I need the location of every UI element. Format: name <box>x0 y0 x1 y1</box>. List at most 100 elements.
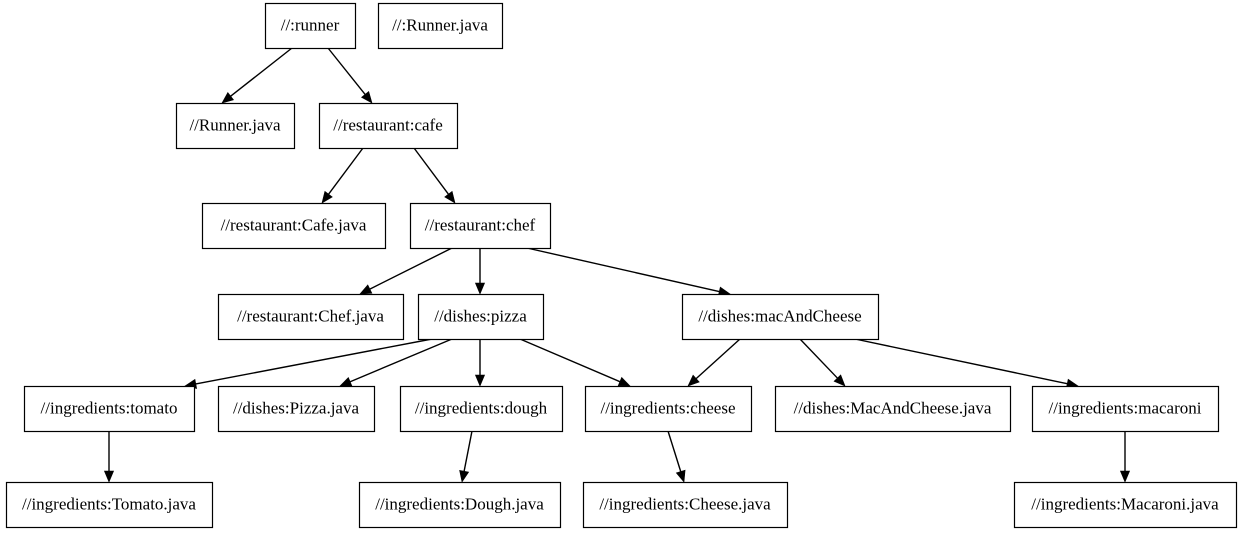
edge-line <box>369 247 453 290</box>
node-box[interactable] <box>201 202 387 250</box>
graph-node-dishes_pizza_java[interactable]: //dishes:Pizza.java <box>217 385 376 433</box>
edge-restaurant_cafe-to-restaurant_cafe_java <box>321 147 364 204</box>
graph-node-ingredients_tomato[interactable]: //ingredients:tomato <box>23 385 196 433</box>
graph-node-dishes_macandcheese_java[interactable]: //dishes:MacAndCheese.java <box>774 385 1012 433</box>
graph-node-dishes_macandcheese[interactable]: //dishes:macAndCheese <box>681 293 880 341</box>
graph-node-runner[interactable]: //:runner <box>264 2 357 50</box>
node-box[interactable] <box>681 293 880 341</box>
arrowhead-icon <box>474 374 486 387</box>
edge-line <box>349 338 453 383</box>
node-label: //dishes:macAndCheese <box>698 306 861 325</box>
arrowhead-icon <box>321 190 333 204</box>
edge-ingredients_dough-to-ingredients_dough_java <box>459 430 473 483</box>
edge-line <box>667 430 682 472</box>
graph-node-ingredients_cheese_java[interactable]: //ingredients:Cheese.java <box>582 481 789 529</box>
edge-dishes_macandcheese-to-dishes_macandcheese_java <box>799 338 846 387</box>
node-label: //:Runner.java <box>392 15 488 34</box>
edge-restaurant_chef-to-dishes_macandcheese <box>526 247 731 297</box>
edge-line <box>230 47 293 97</box>
graph-node-ingredients_macaroni_java[interactable]: //ingredients:Macaroni.java <box>1013 481 1238 529</box>
edge-dishes_pizza-to-ingredients_cheese <box>519 338 631 387</box>
edge-line <box>463 430 473 472</box>
graph-node-ingredients_tomato_java[interactable]: //ingredients:Tomato.java <box>5 481 214 529</box>
edge-ingredients_tomato-to-ingredients_tomato_java <box>103 431 115 483</box>
arrowhead-icon <box>359 284 373 295</box>
edge-line <box>526 247 720 293</box>
edge-restaurant_cafe-to-restaurant_chef <box>413 147 456 204</box>
edge-line <box>854 338 1068 385</box>
graph-node-dishes_pizza[interactable]: //dishes:pizza <box>417 293 545 341</box>
edge-line <box>799 338 838 379</box>
node-box[interactable] <box>1031 385 1220 433</box>
arrowhead-icon <box>221 92 235 104</box>
edge-dishes_macandcheese-to-ingredients_macaroni <box>854 338 1079 389</box>
nodes-layer: //:runner //:Runner.java //Runner.java //re… <box>5 2 1238 529</box>
edge-line <box>195 338 433 385</box>
arrowhead-icon <box>339 376 353 387</box>
node-box[interactable] <box>399 385 564 433</box>
graph-node-ingredients_cheese[interactable]: //ingredients:cheese <box>584 385 753 433</box>
node-box[interactable] <box>582 481 789 529</box>
arrowhead-icon <box>617 376 631 387</box>
edge-runner-to-restaurant_cafe <box>327 47 373 104</box>
node-label: //ingredients:Tomato.java <box>22 494 196 513</box>
node-label: //Runner.java <box>189 115 281 134</box>
node-label: //ingredients:Macaroni.java <box>1031 494 1219 513</box>
edge-line <box>519 338 621 383</box>
node-label: //ingredients:tomato <box>41 398 178 417</box>
edge-line <box>695 338 741 380</box>
node-box[interactable] <box>175 102 296 150</box>
node-box[interactable] <box>217 293 405 341</box>
graph-node-ingredients_dough[interactable]: //ingredients:dough <box>399 385 564 433</box>
graph-node-ingredients_macaroni[interactable]: //ingredients:macaroni <box>1031 385 1220 433</box>
node-label: //:runner <box>281 15 340 34</box>
graph-node-runner_java_root[interactable]: //:Runner.java <box>377 2 504 50</box>
node-label: //ingredients:dough <box>415 398 548 417</box>
node-box[interactable] <box>774 385 1012 433</box>
node-box[interactable] <box>584 385 753 433</box>
edge-dishes_macandcheese-to-ingredients_cheese <box>687 338 741 387</box>
edge-dishes_pizza-to-ingredients_tomato <box>184 338 433 389</box>
node-label: //restaurant:chef <box>425 215 536 234</box>
graph-node-restaurant_cafe_java[interactable]: //restaurant:Cafe.java <box>201 202 387 250</box>
node-label: //restaurant:Cafe.java <box>221 215 367 234</box>
edge-dishes_pizza-to-dishes_pizza_java <box>339 338 453 387</box>
node-box[interactable] <box>358 481 562 529</box>
node-label: //restaurant:cafe <box>333 115 443 134</box>
edge-line <box>327 47 366 95</box>
node-label: //ingredients:cheese <box>600 398 735 417</box>
graph-node-restaurant_chef_java[interactable]: //restaurant:Chef.java <box>217 293 405 341</box>
node-label: //dishes:Pizza.java <box>233 398 360 417</box>
edge-line <box>328 147 364 195</box>
node-box[interactable] <box>377 2 504 50</box>
arrowhead-icon <box>360 91 373 104</box>
node-box[interactable] <box>1013 481 1238 529</box>
node-box[interactable] <box>318 102 459 150</box>
arrowhead-icon <box>687 374 700 387</box>
arrowhead-icon <box>675 469 686 483</box>
edge-line <box>413 147 449 195</box>
node-box[interactable] <box>264 2 357 50</box>
graph-node-restaurant_cafe[interactable]: //restaurant:cafe <box>318 102 459 150</box>
graph-node-runner_java[interactable]: //Runner.java <box>175 102 296 150</box>
edge-restaurant_chef-to-restaurant_chef_java <box>359 247 453 295</box>
arrowhead-icon <box>474 282 486 295</box>
node-box[interactable] <box>23 385 196 433</box>
node-label: //ingredients:Dough.java <box>375 494 544 513</box>
arrowhead-icon <box>103 470 115 483</box>
node-box[interactable] <box>5 481 214 529</box>
arrowhead-icon <box>833 374 846 387</box>
edge-ingredients_macaroni-to-ingredients_macaroni_java <box>1119 431 1131 483</box>
edge-restaurant_chef-to-dishes_pizza <box>474 248 486 295</box>
graph-node-ingredients_dough_java[interactable]: //ingredients:Dough.java <box>358 481 562 529</box>
edge-runner-to-runner_java <box>221 47 293 104</box>
arrowhead-icon <box>1119 470 1131 483</box>
graph-node-restaurant_chef[interactable]: //restaurant:chef <box>409 202 552 250</box>
node-box[interactable] <box>417 293 545 341</box>
node-box[interactable] <box>217 385 376 433</box>
arrowhead-icon <box>459 469 470 483</box>
node-label: //dishes:pizza <box>434 306 527 325</box>
node-box[interactable] <box>409 202 552 250</box>
